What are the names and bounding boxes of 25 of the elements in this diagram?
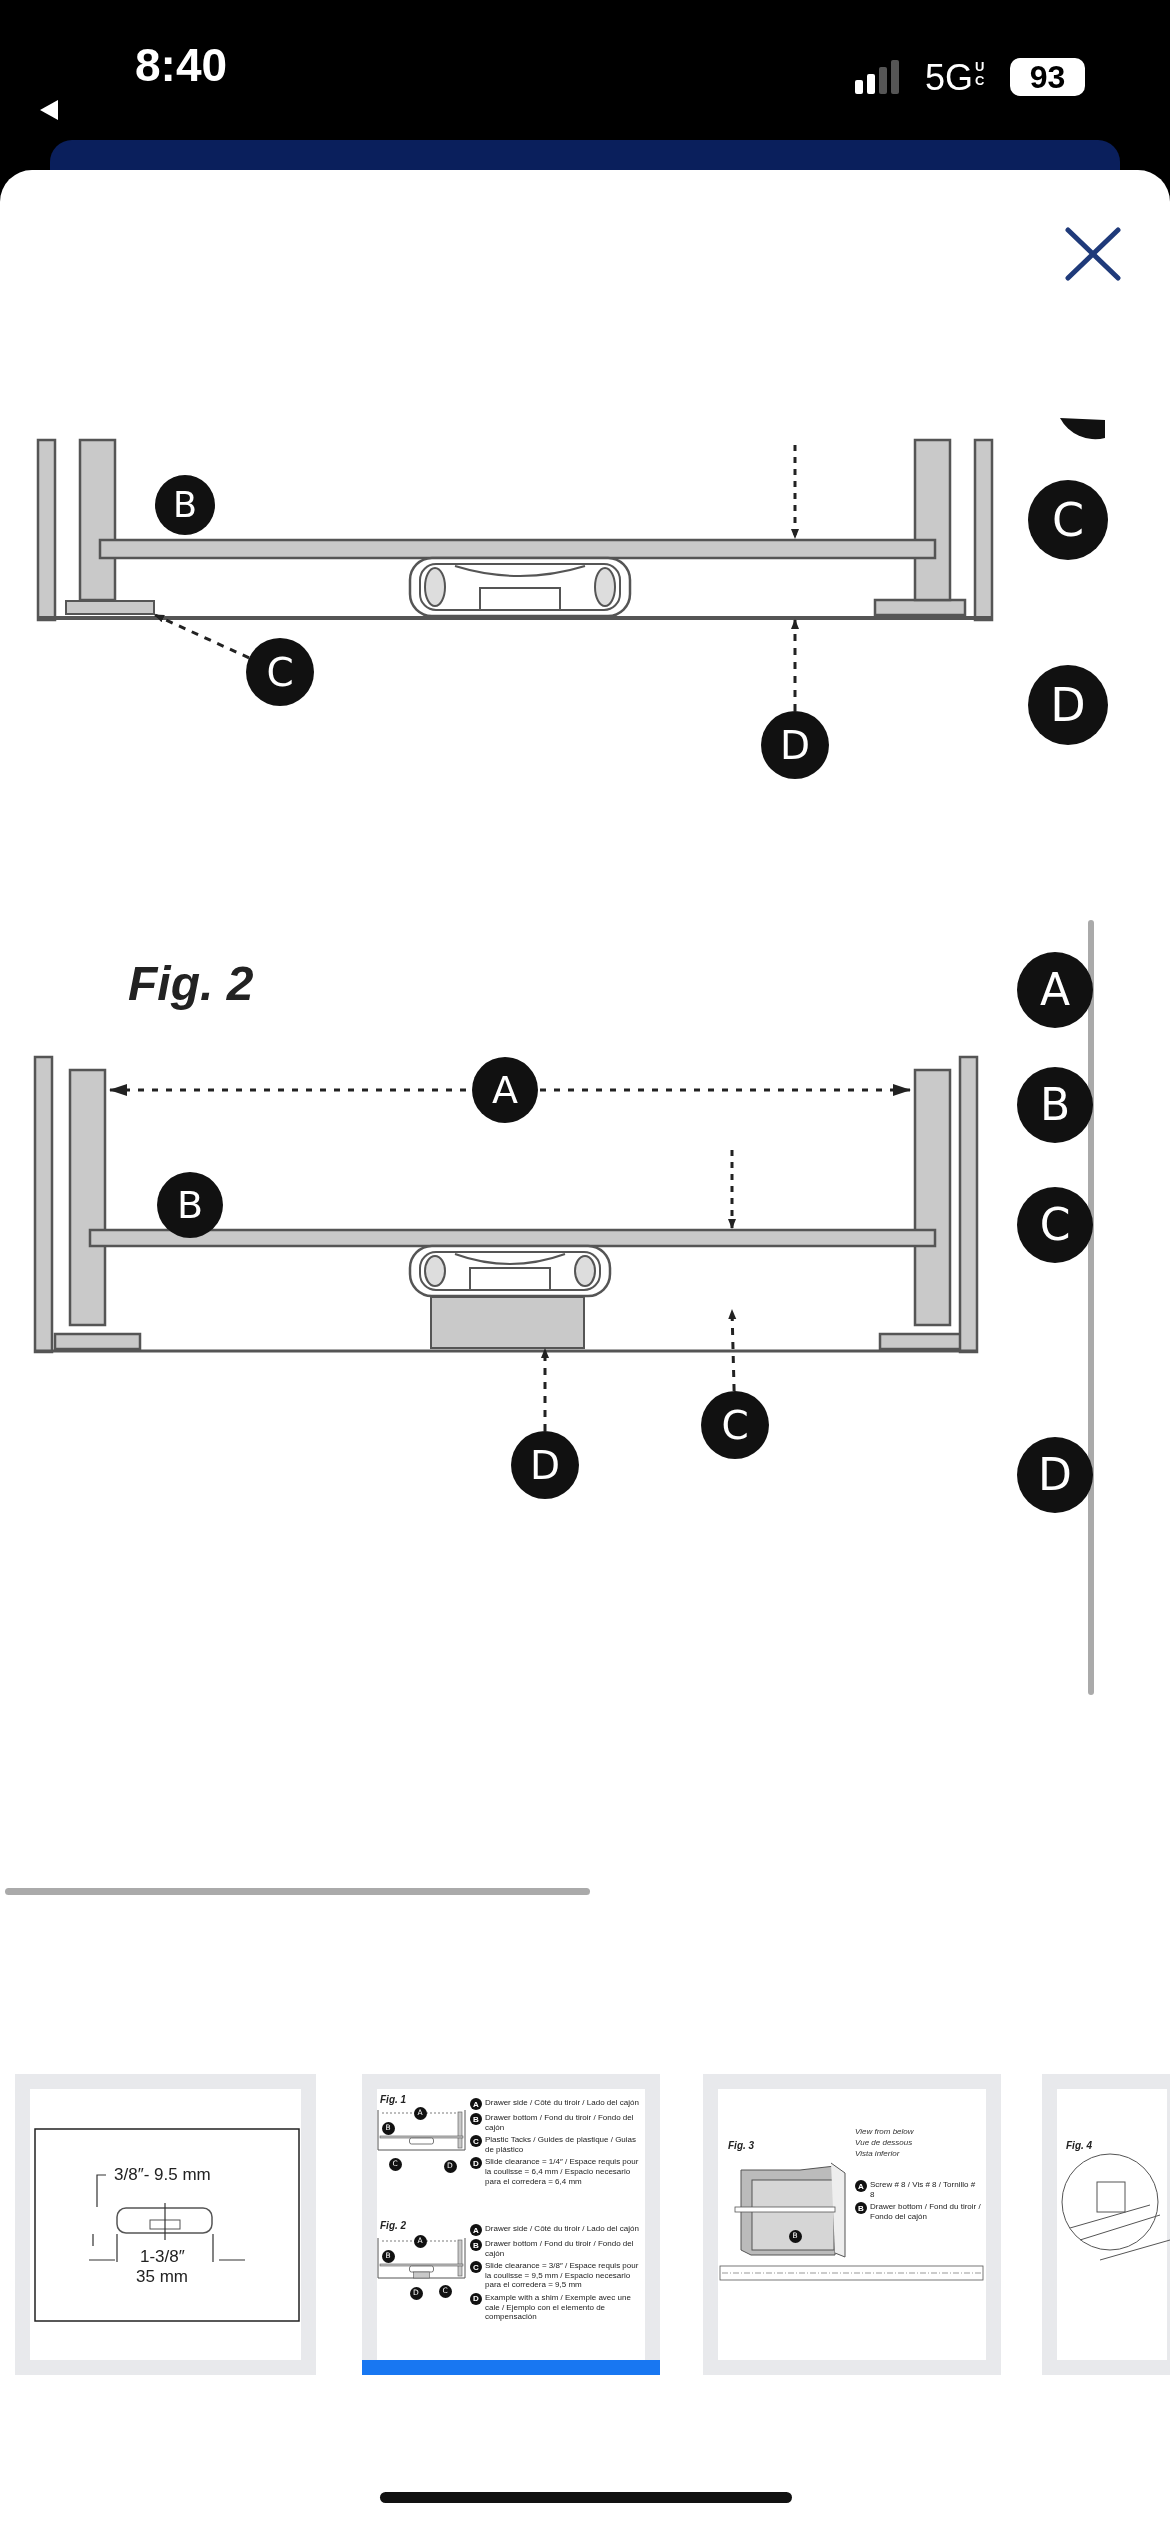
view-note: Vista inferior (855, 2150, 900, 2159)
view-note: View from below (855, 2128, 914, 2137)
legend-text: Screw # 8 / Vis # 8 / Tornillo # 8 (870, 2180, 977, 2200)
legend-text: Drawer bottom / Fond du tiroir / Fondo del cajón (485, 2113, 635, 2133)
legend-text: Drawer side / Côté du tiroir / Lado del cajón (485, 2098, 639, 2108)
network-type: 5G (925, 58, 974, 98)
figure-title: Fig. 1 (380, 2094, 407, 2105)
legend-text: Example with a shim / Exemple avec une cale / Ejemplo con el elemento de compensación (485, 2292, 632, 2322)
figure-title: Fig. 2 (380, 2220, 407, 2231)
legend-text: Plastic Tacks / Guides de plastique / Guias de plástico (485, 2135, 638, 2155)
figure-title: Fig. 3 (728, 2140, 755, 2151)
figure-title: Fig. 4 (1066, 2140, 1093, 2151)
status-time: 8:40 (135, 40, 228, 91)
legend-text: Slide clearance = 1/4″ / Espace requis pour la coulisse = 6,4 mm / Espacio necesario para el corredera = 6,4 mm (485, 2157, 640, 2187)
figure-title: Fig. 2 (128, 958, 254, 1011)
view-note: Vue de dessous (855, 2139, 913, 2148)
dimension-label: 1-3/8″ (140, 2248, 185, 2267)
legend-text: Drawer side / Côté du tiroir / Lado del cajón (485, 2224, 639, 2234)
dimension-label: 35 mm (136, 2268, 188, 2287)
legend-text: Slide clearance = 3/8″ / Espace requis pour la coulisse = 9,5 mm / Espacio necesario para el corredera = 9,5 mm (485, 2261, 640, 2290)
dimension-label: 3/8″- 9.5 mm (114, 2166, 211, 2185)
network-type: UC (975, 60, 985, 88)
legend-text: Drawer bottom / Fond du tiroir / Fondo del cajón (870, 2202, 981, 2222)
legend-text: Drawer bottom / Fond du tiroir / Fondo del cajón (485, 2239, 635, 2259)
battery-indicator: 93 (1010, 58, 1085, 96)
